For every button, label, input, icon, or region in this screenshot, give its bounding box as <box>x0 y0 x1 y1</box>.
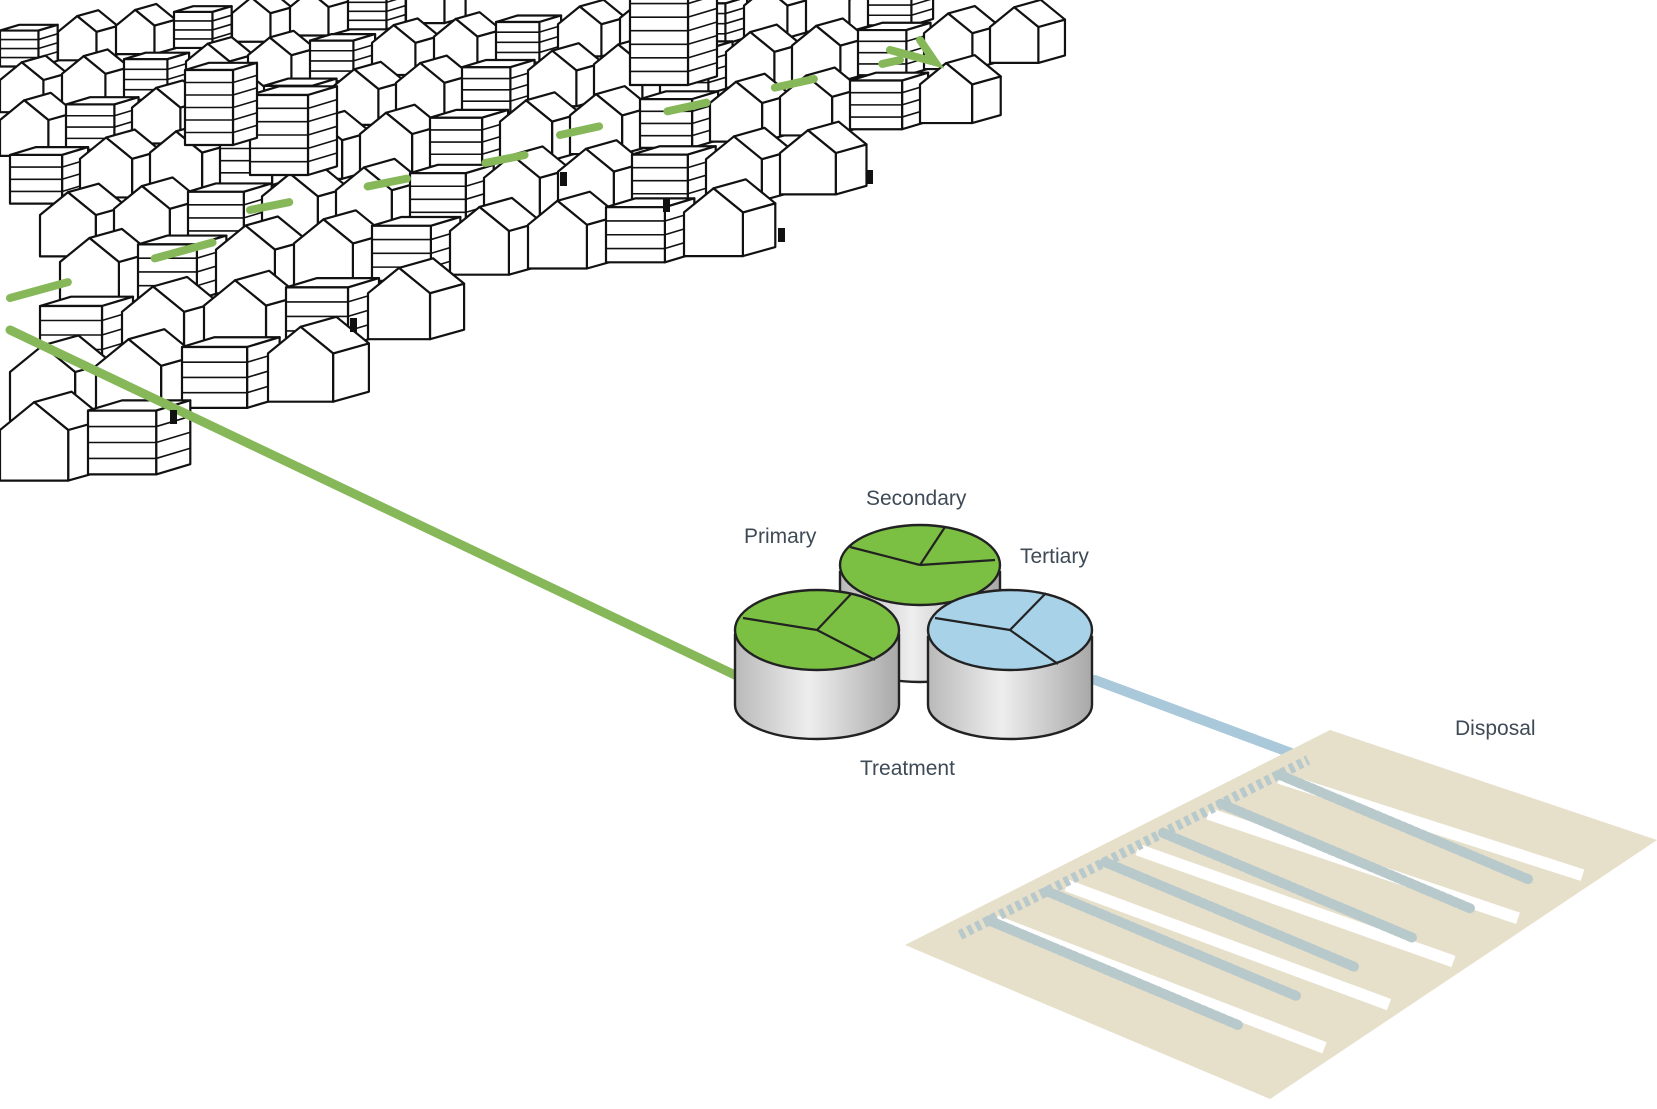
pipe-connection-marks <box>170 170 873 424</box>
lateral-pipe <box>1158 827 1418 943</box>
lateral-pipe <box>1042 886 1302 1002</box>
apartment-block <box>8 146 90 205</box>
house <box>448 196 543 276</box>
house <box>556 0 627 58</box>
tertiary-tank <box>926 588 1094 741</box>
apartment-block <box>346 0 407 31</box>
apartment-block <box>183 61 259 147</box>
house <box>918 54 1002 125</box>
house <box>988 0 1067 64</box>
house <box>404 0 467 25</box>
house <box>682 178 777 258</box>
house <box>266 315 371 403</box>
house <box>778 120 868 196</box>
disposal-field <box>905 730 1657 1099</box>
apartment-block <box>180 336 281 410</box>
branch-sewer-pipe-4 <box>886 36 945 69</box>
apartment-block <box>628 0 719 87</box>
distribution-header-pipe <box>957 755 1311 940</box>
secondary-label: Secondary <box>866 487 967 510</box>
house <box>114 2 177 56</box>
neighborhood-buildings <box>0 0 1067 482</box>
sewer-collection-pipes <box>5 36 945 680</box>
primary-tank <box>733 588 901 741</box>
treated-effluent-pipe <box>1090 675 1315 765</box>
disposal-field-ground <box>905 730 1657 1099</box>
apartment-block <box>848 71 930 131</box>
lateral-pipe <box>1100 857 1360 973</box>
lateral-pipe <box>984 915 1244 1031</box>
treatment-label: Treatment <box>860 757 955 780</box>
field-divider <box>1064 879 1392 1011</box>
field-divider <box>1135 843 1456 968</box>
apartment-block <box>248 85 339 177</box>
primary-label: Primary <box>744 525 817 548</box>
apartment-block <box>172 5 233 50</box>
main-sewer-pipe <box>5 325 740 680</box>
apartment-block <box>604 197 696 264</box>
treatment-tanks <box>733 523 1094 741</box>
apartment-block <box>494 14 563 64</box>
disposal-label: Disposal <box>1455 717 1536 740</box>
branch-sewer-pipe-1 <box>6 231 244 302</box>
house <box>366 257 466 341</box>
tertiary-label: Tertiary <box>1020 545 1089 568</box>
house <box>292 209 387 289</box>
lateral-pipe <box>1216 798 1476 914</box>
apartment-block <box>866 0 935 27</box>
house <box>288 0 351 37</box>
branch-sewer-pipe-2 <box>246 146 554 214</box>
apartment-block <box>86 399 192 476</box>
lateral-pipe <box>1274 769 1534 885</box>
apartment-block <box>0 23 59 68</box>
